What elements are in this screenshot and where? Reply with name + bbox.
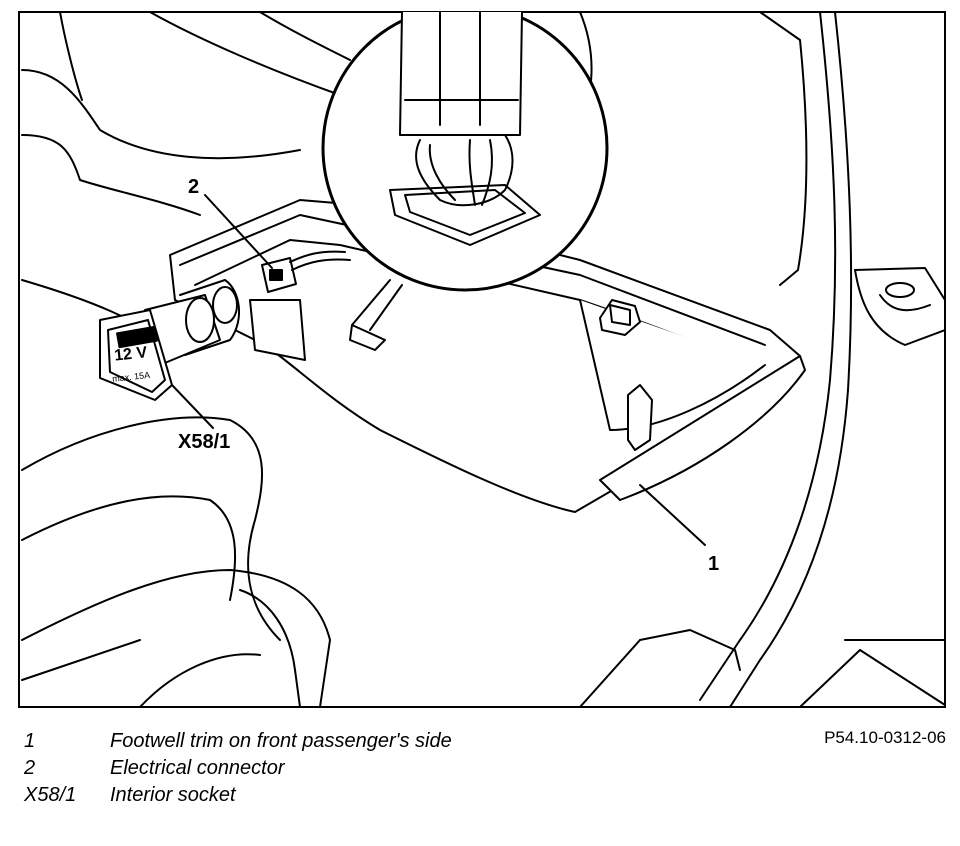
callout-2: 2: [188, 176, 199, 198]
interior-socket-drawing: 12 V max. 15A: [99, 279, 241, 401]
leader-line-x58: [171, 384, 214, 429]
diagram-figure: 12 V max. 15A: [18, 11, 946, 708]
legend-item: X58/1 Interior socket: [24, 782, 584, 809]
figure-reference-code: P54.10-0312-06: [824, 728, 946, 747]
legend-item: 2 Electrical connector: [24, 755, 584, 782]
leader-lines: [171, 194, 706, 546]
socket-12v-label: 12 V: [113, 344, 148, 364]
leader-line-1: [639, 484, 706, 546]
legend-item: 1 Footwell trim on front passenger's sid…: [24, 728, 584, 755]
legend-key: 1: [24, 730, 36, 752]
legend-key: X58/1: [24, 784, 77, 806]
callout-1: 1: [708, 553, 719, 575]
legend-key: 2: [24, 757, 36, 779]
floor-lines: [21, 416, 331, 707]
leader-line-2: [204, 194, 273, 269]
legend-text: Footwell trim on front passenger's side: [110, 730, 452, 752]
detail-magnifier: [321, 12, 609, 331]
socket-rating-label: max. 15A: [112, 370, 151, 384]
callout-x58-1: X58/1: [178, 431, 230, 453]
legend-text: Interior socket: [110, 784, 236, 806]
legend-text: Electrical connector: [110, 757, 285, 779]
legend: 1 Footwell trim on front passenger's sid…: [24, 728, 584, 809]
